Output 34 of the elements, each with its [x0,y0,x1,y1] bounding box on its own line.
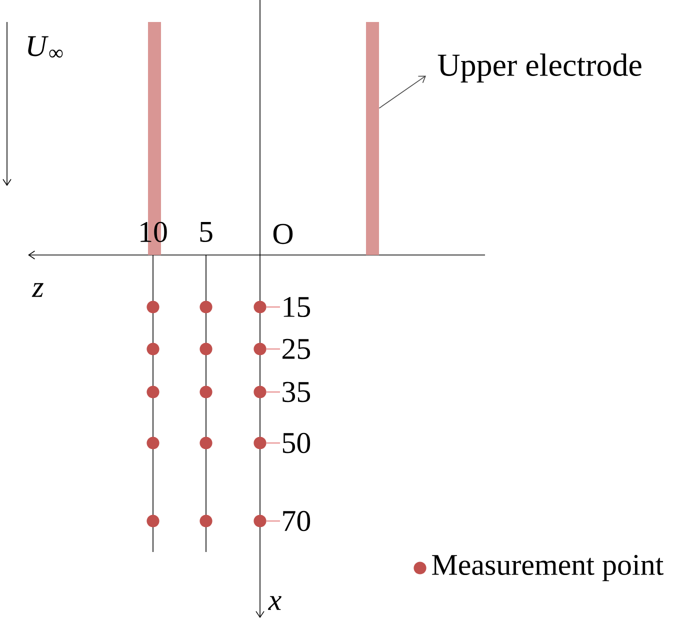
leader-line [266,306,280,308]
position-label: 15 [284,296,310,318]
measurement-point [254,386,266,398]
leader-line [266,442,280,444]
position-label: 25 [282,338,310,360]
measurement-point [200,342,212,356]
axis-label: x [268,596,282,610]
measurement-point [146,386,160,398]
measurement-point [254,300,266,314]
leader-line [266,520,280,522]
leader-line [266,348,280,350]
callout-label: Upper electrode [438,54,642,82]
measurement-point [146,342,160,356]
axis-label: z [32,283,44,297]
position-label: 70 [283,510,310,532]
axis-label: 5 [200,222,212,242]
axis-label: O [273,224,293,244]
axis-label: 10 [140,222,167,242]
measurement-point [200,514,212,528]
measurement-point [254,514,266,528]
position-label: 35 [282,382,310,402]
measurement-point [254,436,266,450]
measurement-point [146,300,160,314]
measurement-point [200,386,212,398]
legend-text: Measurement point [432,554,664,582]
measurement-point [146,514,160,528]
axis-label: U$_{∞}$ [28,36,63,58]
electrode-bar [366,22,379,255]
measurement-point [200,300,212,314]
position-label: 50 [282,432,310,454]
measurement-point [200,436,212,450]
leader-line [378,76,426,109]
measurement-point [254,342,266,356]
measurement-point [146,436,160,450]
